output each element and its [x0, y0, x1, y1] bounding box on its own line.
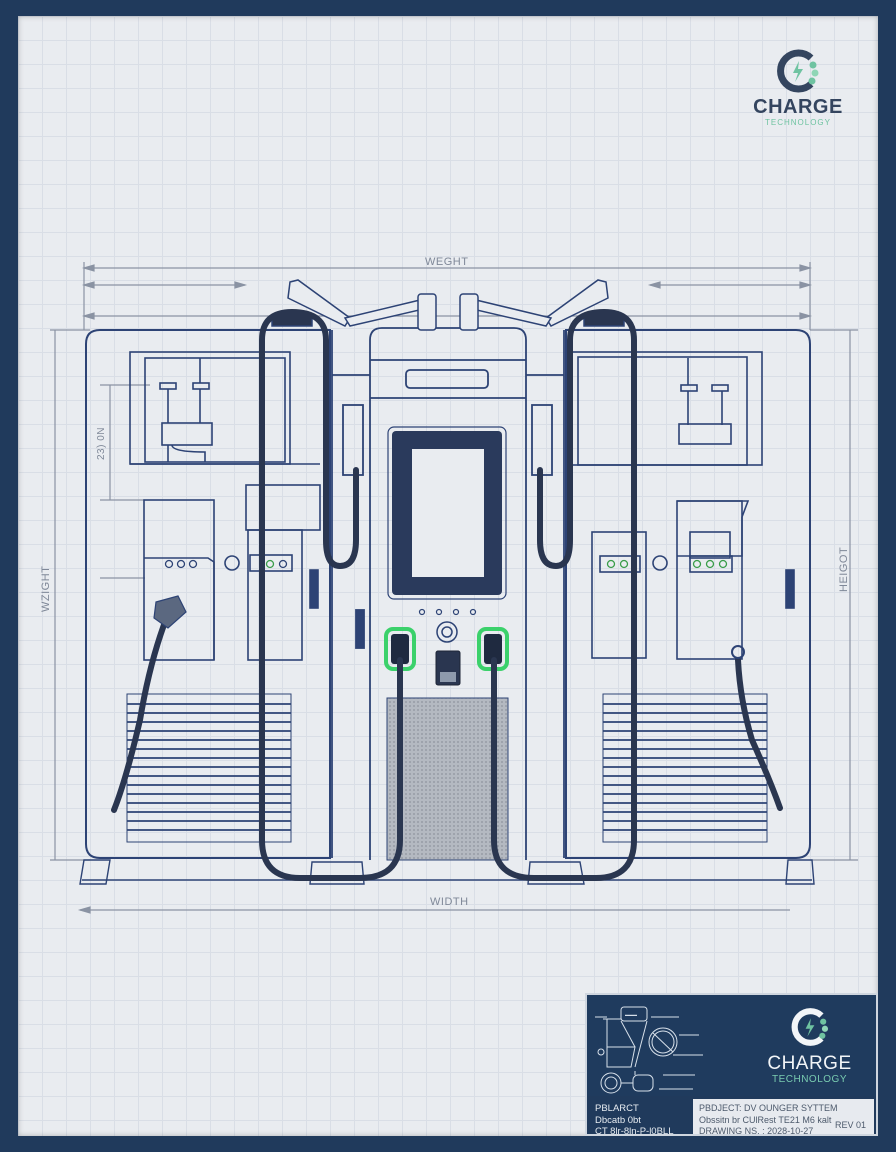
title-block-tagline: TECHNOLOGY [771, 1074, 847, 1085]
side-connectors [153, 595, 745, 659]
base-plinth [79, 859, 815, 885]
dimension-label-inner: 23) 0N [96, 426, 107, 460]
right-cabinet [565, 329, 811, 859]
display-screen-area [412, 449, 484, 577]
brand-name: CHARGE [753, 96, 843, 118]
title-block-brand: CHARGE [767, 1053, 852, 1074]
drawing-number: DRAWING NS. : 2028-10-27 [699, 1126, 814, 1136]
project-name: PBDJECT: DV OUNGER SYTTEM [699, 1103, 838, 1113]
title-block-left-cell: PBLARCT Dbcatb 0bt CT 8lr-8ln-P-l0BLL [589, 1099, 689, 1137]
dimension-label-right: HEIGOT [838, 546, 850, 592]
revision-label: REV 01 [834, 1119, 866, 1130]
title-block-left-line: CT 8lr-8ln-P-l0BLL [595, 1126, 674, 1137]
ventilation-grille-left [126, 693, 292, 843]
title-block-right-cell: PBDJECT: DV OUNGER SYTTEM Obssitn br CUl… [693, 1099, 874, 1136]
charge-logo-icon [791, 1008, 828, 1046]
title-block-left-line: Dbcatb 0bt [595, 1114, 641, 1126]
dimension-label-left: WZIGHT [40, 565, 52, 612]
status-leds-right [606, 559, 728, 569]
status-leds-left [164, 559, 288, 569]
svg-text:▬▬▬: ▬▬▬ [625, 1012, 637, 1017]
charging-cables [111, 308, 783, 881]
title-block-header: ▬▬▬ CHARGE TECHNOLOGY [587, 995, 876, 1096]
emergency-stop-button [436, 621, 458, 643]
mesh-panel [386, 697, 509, 861]
dimension-label-bottom: WIDTH [430, 896, 469, 908]
cable-arm-right [459, 279, 625, 331]
project-description: Obssitn br CUlRest TE21 M6 kalt [699, 1114, 832, 1125]
charge-logo-icon [777, 49, 819, 93]
brand-tagline: TECHNOLOGY [764, 118, 831, 127]
title-block-left-line: PBLARCT [595, 1103, 639, 1114]
brand-logo: CHARGE TECHNOLOGY [738, 46, 858, 127]
ventilation-grille-right [602, 693, 768, 843]
title-block: ▬▬▬ CHARGE TECHNOLOGY PBLARCT Dbcatb 0bt… [585, 993, 878, 1137]
dimension-label-top: WEGHT [425, 256, 469, 268]
cable-arm-left [271, 279, 437, 331]
indicator-dots [418, 608, 477, 616]
schematic-thumbnail-icon: ▬▬▬ [595, 1006, 703, 1094]
title-block-logo: CHARGE TECHNOLOGY [747, 1005, 872, 1085]
dimension-lines [50, 262, 858, 914]
